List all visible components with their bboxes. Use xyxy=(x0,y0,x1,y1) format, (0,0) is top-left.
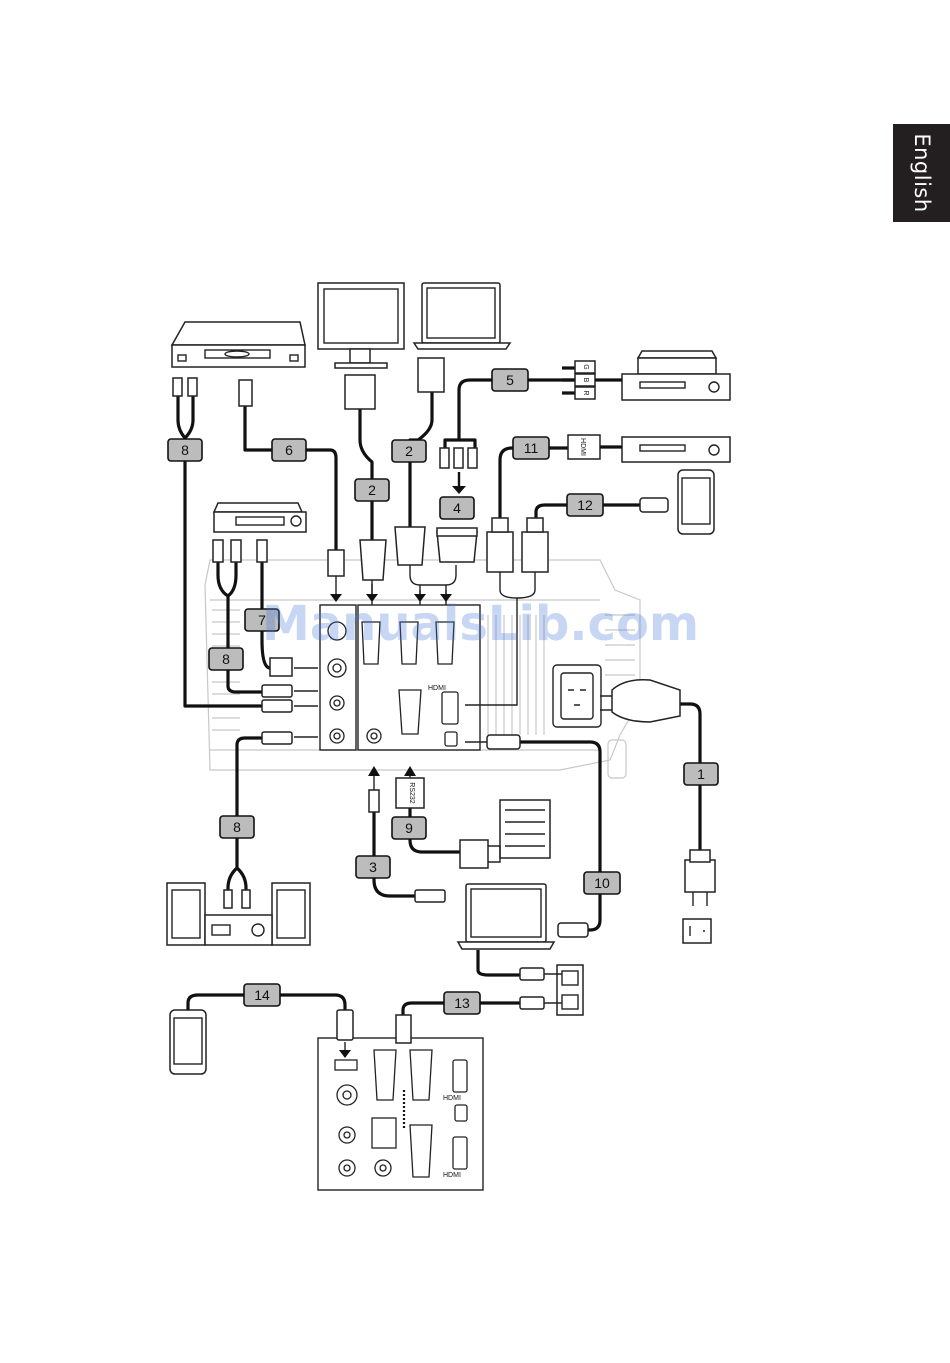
svg-text:8: 8 xyxy=(181,442,189,458)
hdmi-source-icon xyxy=(622,437,730,462)
svg-text:2: 2 xyxy=(368,482,376,498)
svg-text:9: 9 xyxy=(405,820,413,836)
svg-text:12: 12 xyxy=(577,497,593,513)
smartphone-icon-lower xyxy=(170,1010,206,1074)
svg-text:8: 8 xyxy=(222,651,230,667)
callout-8-mid: 8 xyxy=(209,648,243,670)
callout-8-bottom: 8 xyxy=(220,816,254,838)
hdmi-plug-label: HDMI xyxy=(579,438,586,456)
watermark-text: ManualsLib.com xyxy=(262,596,699,652)
monitor-icon xyxy=(318,283,404,368)
laptop-icon-lower xyxy=(458,884,554,949)
callout-12: 12 xyxy=(567,494,603,516)
svg-text:2: 2 xyxy=(405,443,413,459)
callout-2-left: 2 xyxy=(355,479,389,501)
component-g-label: G xyxy=(582,364,589,369)
callout-11: 11 xyxy=(513,437,549,459)
callout-6: 6 xyxy=(272,439,306,461)
callout-1: 1 xyxy=(684,763,718,785)
desktop-pc-icon xyxy=(500,800,550,858)
hdmi-port-label-upper: HDMI xyxy=(443,1095,461,1102)
vcr-icon xyxy=(214,503,306,532)
callout-3: 3 xyxy=(356,856,390,878)
component-b-label: B xyxy=(582,378,589,383)
hdmi-port-label: HDMI xyxy=(428,685,446,692)
svg-text:1: 1 xyxy=(697,766,705,782)
svg-text:8: 8 xyxy=(233,819,241,835)
hdmi-port-label-lower: HDMI xyxy=(443,1172,461,1179)
dvd-player-icon xyxy=(172,322,305,367)
power-outlet-icon xyxy=(683,919,711,943)
video-device-icon xyxy=(622,351,730,400)
rs232-label: RS232 xyxy=(408,782,415,804)
svg-text:5: 5 xyxy=(506,372,514,388)
smartphone-icon xyxy=(678,470,714,534)
svg-text:4: 4 xyxy=(453,500,461,516)
network-jacks-icon xyxy=(557,965,583,1015)
callout-4: 4 xyxy=(440,497,474,519)
svg-text:10: 10 xyxy=(594,875,610,891)
svg-text:13: 13 xyxy=(454,995,470,1011)
callout-8-top: 8 xyxy=(168,439,202,461)
callout-2-right: 2 xyxy=(392,440,426,462)
laptop-icon xyxy=(414,283,510,349)
svg-text:6: 6 xyxy=(285,442,293,458)
svg-text:11: 11 xyxy=(524,440,539,456)
callout-14: 14 xyxy=(244,984,280,1006)
callout-13: 13 xyxy=(444,992,480,1014)
component-r-label: R xyxy=(582,390,589,395)
svg-text:3: 3 xyxy=(369,859,377,875)
callout-9: 9 xyxy=(392,817,426,839)
speakers-icon xyxy=(167,883,310,945)
callout-5: 5 xyxy=(492,369,528,391)
callout-10: 10 xyxy=(584,872,620,894)
lower-port-panel: HDMI HDMI xyxy=(318,1038,483,1190)
svg-text:14: 14 xyxy=(254,987,270,1003)
